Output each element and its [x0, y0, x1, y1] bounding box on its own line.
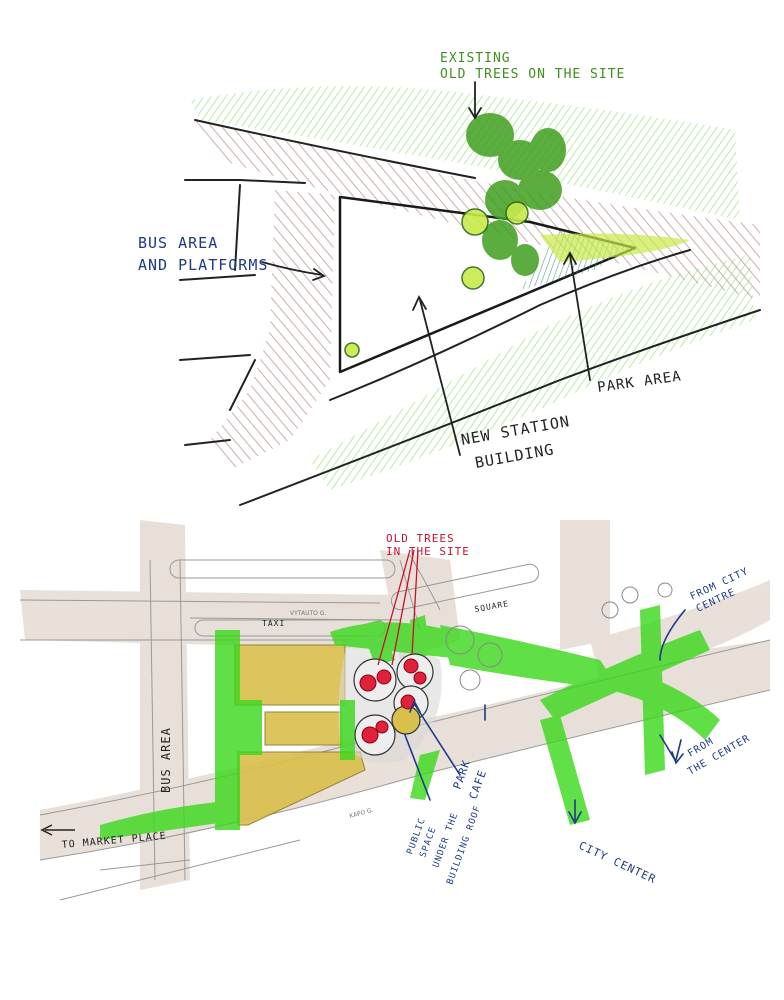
- tree-canopy-outlines: [344, 201, 529, 358]
- market-arrow: [40, 824, 75, 836]
- road-lines: [179, 119, 761, 506]
- building-block-north: [234, 644, 346, 706]
- label-bus-area-line2: AND PLATFORMS: [138, 256, 268, 274]
- label-bus-area-line1: BUS AREA: [138, 234, 218, 252]
- top-concept-sketch: EXISTING OLD TREES ON THE SITE BUS AREA …: [138, 51, 761, 506]
- label-bus-area: BUS AREA: [159, 727, 173, 793]
- label-existing-trees-line2: OLD TREES ON THE SITE: [440, 67, 625, 82]
- existing-old-trees: [466, 113, 566, 276]
- old-trees-leader-lines: [377, 549, 419, 666]
- park-trees: [445, 582, 673, 691]
- annotation-arrows: [261, 81, 591, 456]
- label-square: SQUARE: [474, 599, 510, 614]
- grass-area-north: [190, 86, 740, 220]
- label-existing-trees-line1: EXISTING: [440, 51, 511, 66]
- label-street-top: VYTAUTO G.: [290, 610, 326, 617]
- label-old-trees-line2: IN THE SITE: [386, 545, 470, 558]
- park-area-lime: [540, 233, 690, 262]
- label-city-center: CITY CENTER: [577, 839, 658, 886]
- label-old-trees-line1: OLD TREES: [386, 532, 455, 545]
- label-street-bottom: KAPO G.: [349, 807, 375, 820]
- plan-annotation-arrows: [404, 609, 686, 825]
- label-station-line2: BUILDING: [474, 440, 556, 472]
- street-trees-row: [169, 559, 540, 637]
- grass-area-south: [310, 255, 755, 490]
- building-block-middle: [264, 711, 343, 746]
- label-taxi: TAXI: [262, 619, 285, 628]
- building-blocks: [234, 644, 366, 826]
- bottom-site-plan: OLD TREES IN THE SITE VYTAUTO G. TAXI SQ…: [19, 520, 771, 901]
- label-park-cafe-line2: CAFE: [467, 768, 490, 801]
- green-pedestrian-network: [100, 605, 720, 840]
- old-trees-red-markers: [359, 658, 427, 744]
- hatched-bus-area: [210, 190, 335, 470]
